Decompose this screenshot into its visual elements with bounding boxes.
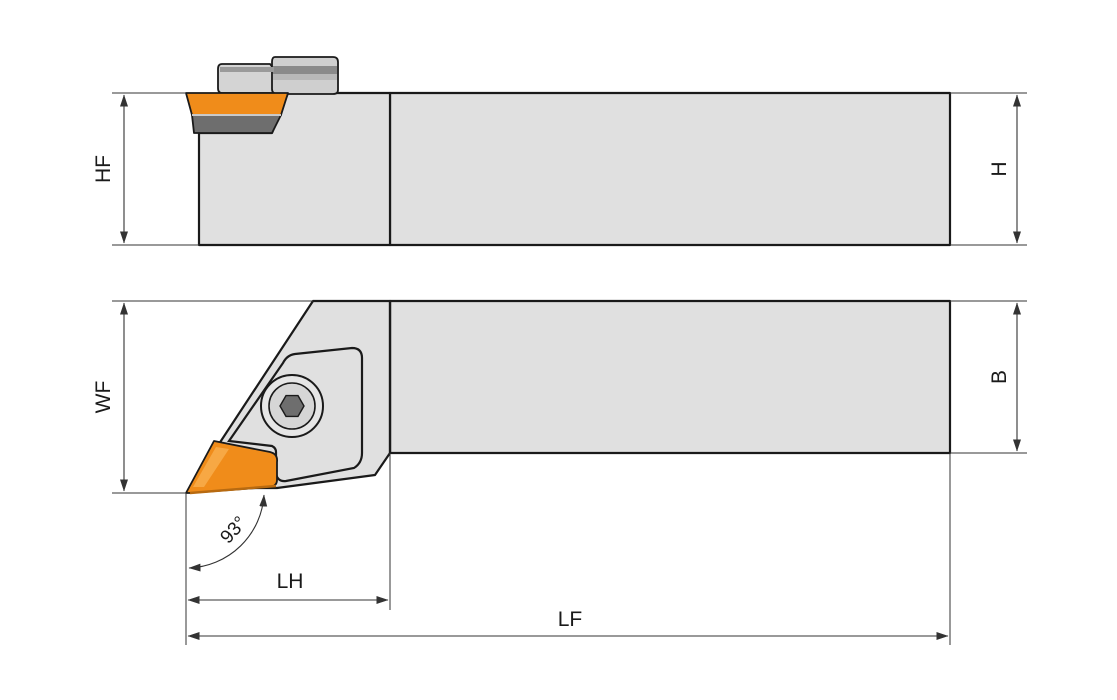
clamp <box>217 56 339 95</box>
top-insert <box>185 440 279 495</box>
lf-label: LF <box>558 608 583 631</box>
angle-arc <box>188 494 268 572</box>
dimension-labels: HF H WF B LH LF 93° <box>92 155 1011 631</box>
hf-label: HF <box>92 155 115 183</box>
clamp-screw-icon <box>260 374 324 438</box>
wf-label: WF <box>92 381 115 414</box>
top-view <box>185 299 952 495</box>
top-shank <box>388 299 952 455</box>
h-label: H <box>988 161 1011 176</box>
b-label: B <box>988 370 1011 384</box>
side-insert <box>185 92 289 134</box>
insert-pocket <box>227 346 364 483</box>
angle-label: 93° <box>216 513 251 548</box>
dimension-lines <box>112 92 1027 645</box>
lh-label: LH <box>277 570 304 593</box>
side-view <box>185 56 952 247</box>
side-shank <box>388 91 952 247</box>
